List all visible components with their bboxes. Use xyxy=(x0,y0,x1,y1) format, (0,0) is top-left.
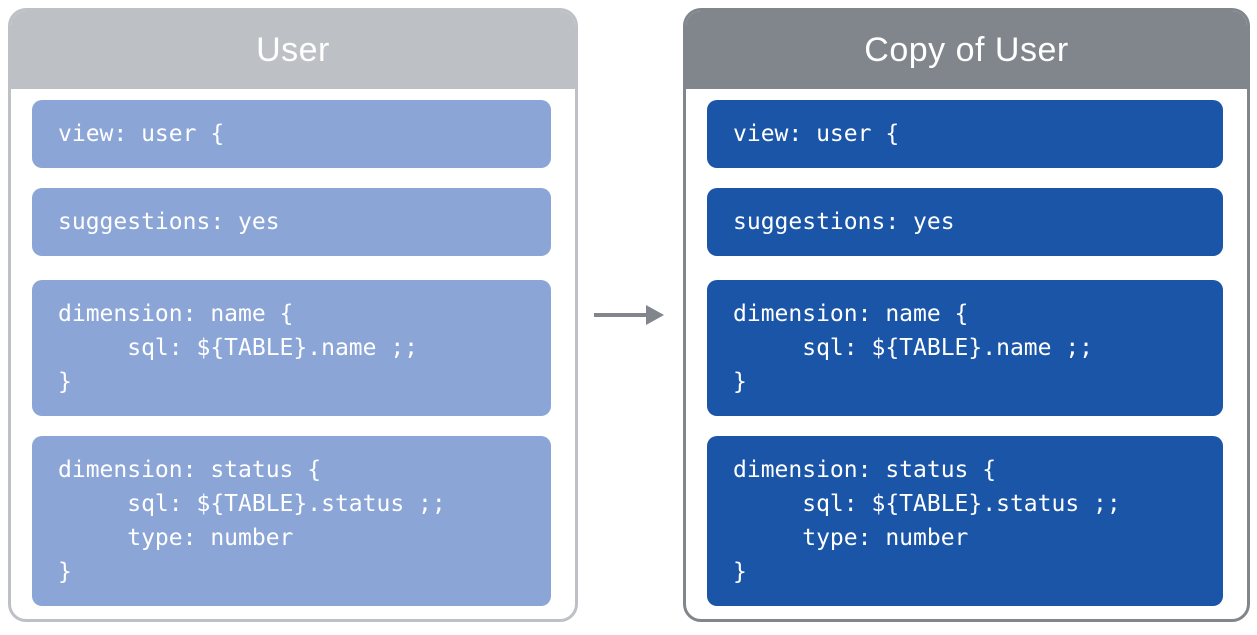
code-line: sql: ${TABLE}.name ;; xyxy=(733,335,1094,361)
code-line: } xyxy=(733,559,747,585)
code-block-dimension-status: dimension: status { sql: ${TABLE}.status… xyxy=(32,436,551,606)
code-block-view: view: user { xyxy=(32,100,551,168)
code-line: } xyxy=(733,369,747,395)
code-line: } xyxy=(58,559,72,585)
code-line: sql: ${TABLE}.status ;; xyxy=(58,491,446,517)
code-line: view: user { xyxy=(733,121,900,147)
code-line: view: user { xyxy=(58,121,225,147)
copy-of-user-card: Copy of User view: user { suggestions: y… xyxy=(683,8,1250,622)
code-line: type: number xyxy=(58,525,294,551)
code-line: suggestions: yes xyxy=(733,209,955,235)
code-line: dimension: name { xyxy=(58,301,294,327)
code-line: } xyxy=(58,369,72,395)
copy-of-user-card-header: Copy of User xyxy=(686,11,1247,89)
copy-of-user-card-body: view: user { suggestions: yes dimension:… xyxy=(686,89,1247,606)
code-line: sql: ${TABLE}.status ;; xyxy=(733,491,1121,517)
code-block-dimension-name: dimension: name { sql: ${TABLE}.name ;; … xyxy=(707,280,1223,416)
copy-of-user-card-title: Copy of User xyxy=(864,30,1069,69)
code-block-suggestions: suggestions: yes xyxy=(32,188,551,256)
code-line: dimension: name { xyxy=(733,301,969,327)
code-line: suggestions: yes xyxy=(58,209,280,235)
code-line: dimension: status { xyxy=(733,457,997,483)
code-block-dimension-name: dimension: name { sql: ${TABLE}.name ;; … xyxy=(32,280,551,416)
user-card: User view: user { suggestions: yes dimen… xyxy=(8,8,578,622)
code-line: sql: ${TABLE}.name ;; xyxy=(58,335,419,361)
code-line: dimension: status { xyxy=(58,457,322,483)
user-card-body: view: user { suggestions: yes dimension:… xyxy=(11,89,575,606)
copy-arrow-icon xyxy=(592,303,666,327)
code-block-suggestions: suggestions: yes xyxy=(707,188,1223,256)
user-card-title: User xyxy=(256,30,330,69)
code-line: type: number xyxy=(733,525,969,551)
code-block-dimension-status: dimension: status { sql: ${TABLE}.status… xyxy=(707,436,1223,606)
code-block-view: view: user { xyxy=(707,100,1223,168)
user-card-header: User xyxy=(11,11,575,89)
